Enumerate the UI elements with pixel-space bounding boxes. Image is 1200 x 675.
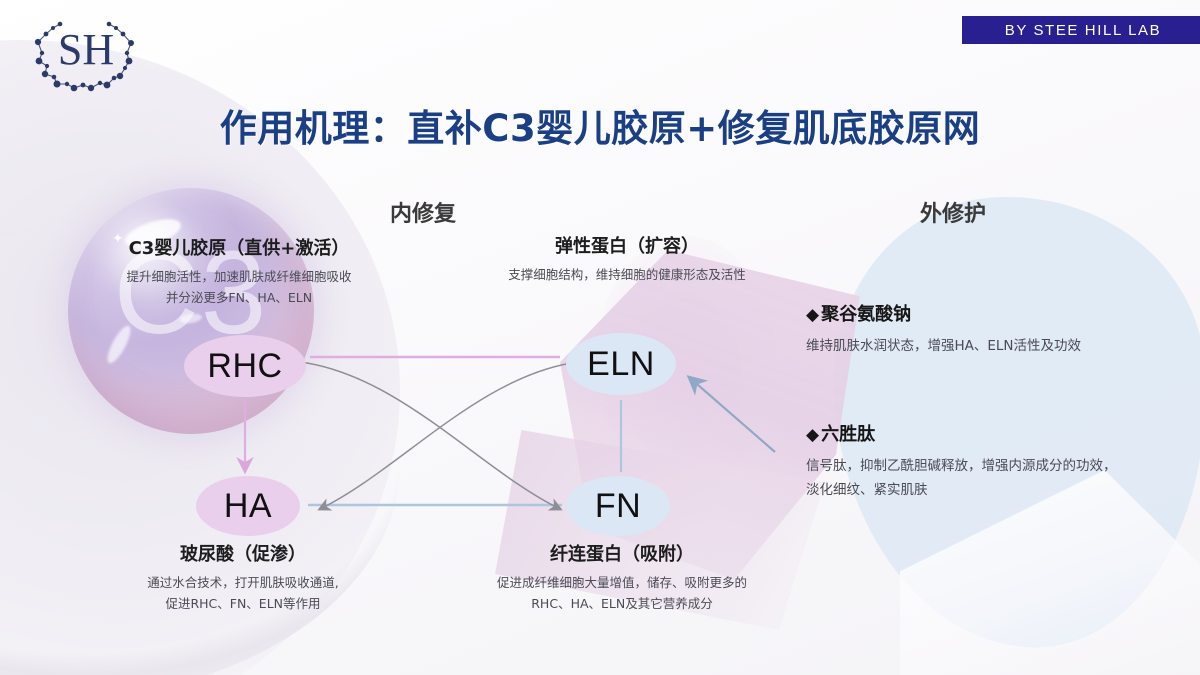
block-eln-desc-1: 支撑细胞结构，维持细胞的健康形态及活性 bbox=[508, 267, 746, 282]
section-heading-outer: 外修护 bbox=[920, 202, 987, 227]
block-rhc-desc-2: 并分泌更多FN、HA、ELN bbox=[165, 289, 313, 305]
block-rhc-desc-1: 提升细胞活性，加速肌肤成纤维细胞吸收 bbox=[126, 269, 352, 284]
outer-item-2-desc: 信号肽，抑制乙酰胆碱释放，增强内源成分的功效，淡化细纹、紧实肌肤 bbox=[806, 458, 1117, 498]
bubble-highlight-icon bbox=[103, 322, 135, 367]
block-ha-heading: 玻尿酸（促渗） bbox=[180, 544, 306, 565]
c3-bubble-graphic: C3 ✦ bbox=[68, 188, 314, 434]
svg-text:SH: SH bbox=[58, 25, 114, 74]
block-fn-heading: 纤连蛋白（吸附） bbox=[550, 544, 694, 565]
node-rhc-label: RHC bbox=[207, 346, 283, 385]
sh-wreath-logo: SH bbox=[24, 8, 148, 94]
diamond-bullet-icon: ◆ bbox=[806, 425, 820, 445]
brand-badge-label: BY STEE HILL LAB bbox=[1004, 21, 1162, 39]
node-fn-label: FN bbox=[594, 486, 642, 525]
block-fn-desc-2: RHC、HA、ELN及其它营养成分 bbox=[531, 595, 713, 611]
page-title: 作用机理：直补C3婴儿胶原+修复肌底胶原网 bbox=[219, 107, 981, 150]
outer-item-1-desc: 维持肌肤水润状态，增强HA、ELN活性及功效 bbox=[806, 338, 1082, 354]
link-outer-to-eln bbox=[686, 375, 776, 453]
outer-item-1-heading: 聚谷氨酸钠 bbox=[821, 304, 912, 325]
bubble-highlight-icon bbox=[179, 312, 203, 325]
block-eln: 弹性蛋白（扩容） 支撑细胞结构，维持细胞的健康形态及活性 bbox=[452, 232, 802, 286]
outer-item-1: ◆聚谷氨酸钠 维持肌肤水润状态，增强HA、ELN活性及功效 bbox=[806, 300, 1081, 359]
section-heading-inner: 内修复 bbox=[390, 202, 457, 227]
node-fn[interactable]: FN bbox=[566, 476, 670, 536]
outer-item-2-heading-row: ◆六胜肽 bbox=[806, 420, 1122, 446]
block-ha-desc-1: 通过水合技术，打开肌肤吸收通道, bbox=[147, 575, 339, 590]
block-fn-desc-1: 促进成纤维细胞大量增值，储存、吸附更多的 bbox=[496, 575, 747, 590]
block-ha-desc-2: 促进RHC、FN、ELN等作用 bbox=[165, 595, 321, 611]
diamond-bullet-icon: ◆ bbox=[806, 305, 820, 325]
node-eln[interactable]: ELN bbox=[566, 333, 676, 395]
outer-item-2-heading: 六胜肽 bbox=[821, 424, 876, 445]
node-rhc[interactable]: RHC bbox=[184, 335, 306, 397]
block-eln-heading: 弹性蛋白（扩容） bbox=[555, 236, 699, 257]
block-ha: 玻尿酸（促渗） 通过水合技术，打开肌肤吸收通道, 促进RHC、FN、ELN等作用 bbox=[78, 540, 408, 614]
link-curve-rhc-to-fn bbox=[299, 361, 563, 511]
node-eln-label: ELN bbox=[587, 344, 655, 383]
node-ha-label: HA bbox=[223, 486, 273, 525]
block-fn: 纤连蛋白（吸附） 促进成纤维细胞大量增值，储存、吸附更多的 RHC、HA、ELN… bbox=[442, 540, 802, 614]
block-rhc-heading: C3婴儿胶原（直供+激活） bbox=[128, 238, 350, 259]
brand-badge: BY STEE HILL LAB bbox=[962, 16, 1200, 44]
node-ha[interactable]: HA bbox=[196, 476, 300, 536]
block-rhc: C3婴儿胶原（直供+激活） 提升细胞活性，加速肌肤成纤维细胞吸收 并分泌更多FN… bbox=[74, 234, 404, 308]
outer-item-1-heading-row: ◆聚谷氨酸钠 bbox=[806, 300, 1081, 326]
link-curve-eln-to-ha bbox=[317, 361, 579, 511]
outer-item-2: ◆六胜肽 信号肽，抑制乙酰胆碱释放，增强内源成分的功效，淡化细纹、紧实肌肤 bbox=[806, 420, 1122, 502]
